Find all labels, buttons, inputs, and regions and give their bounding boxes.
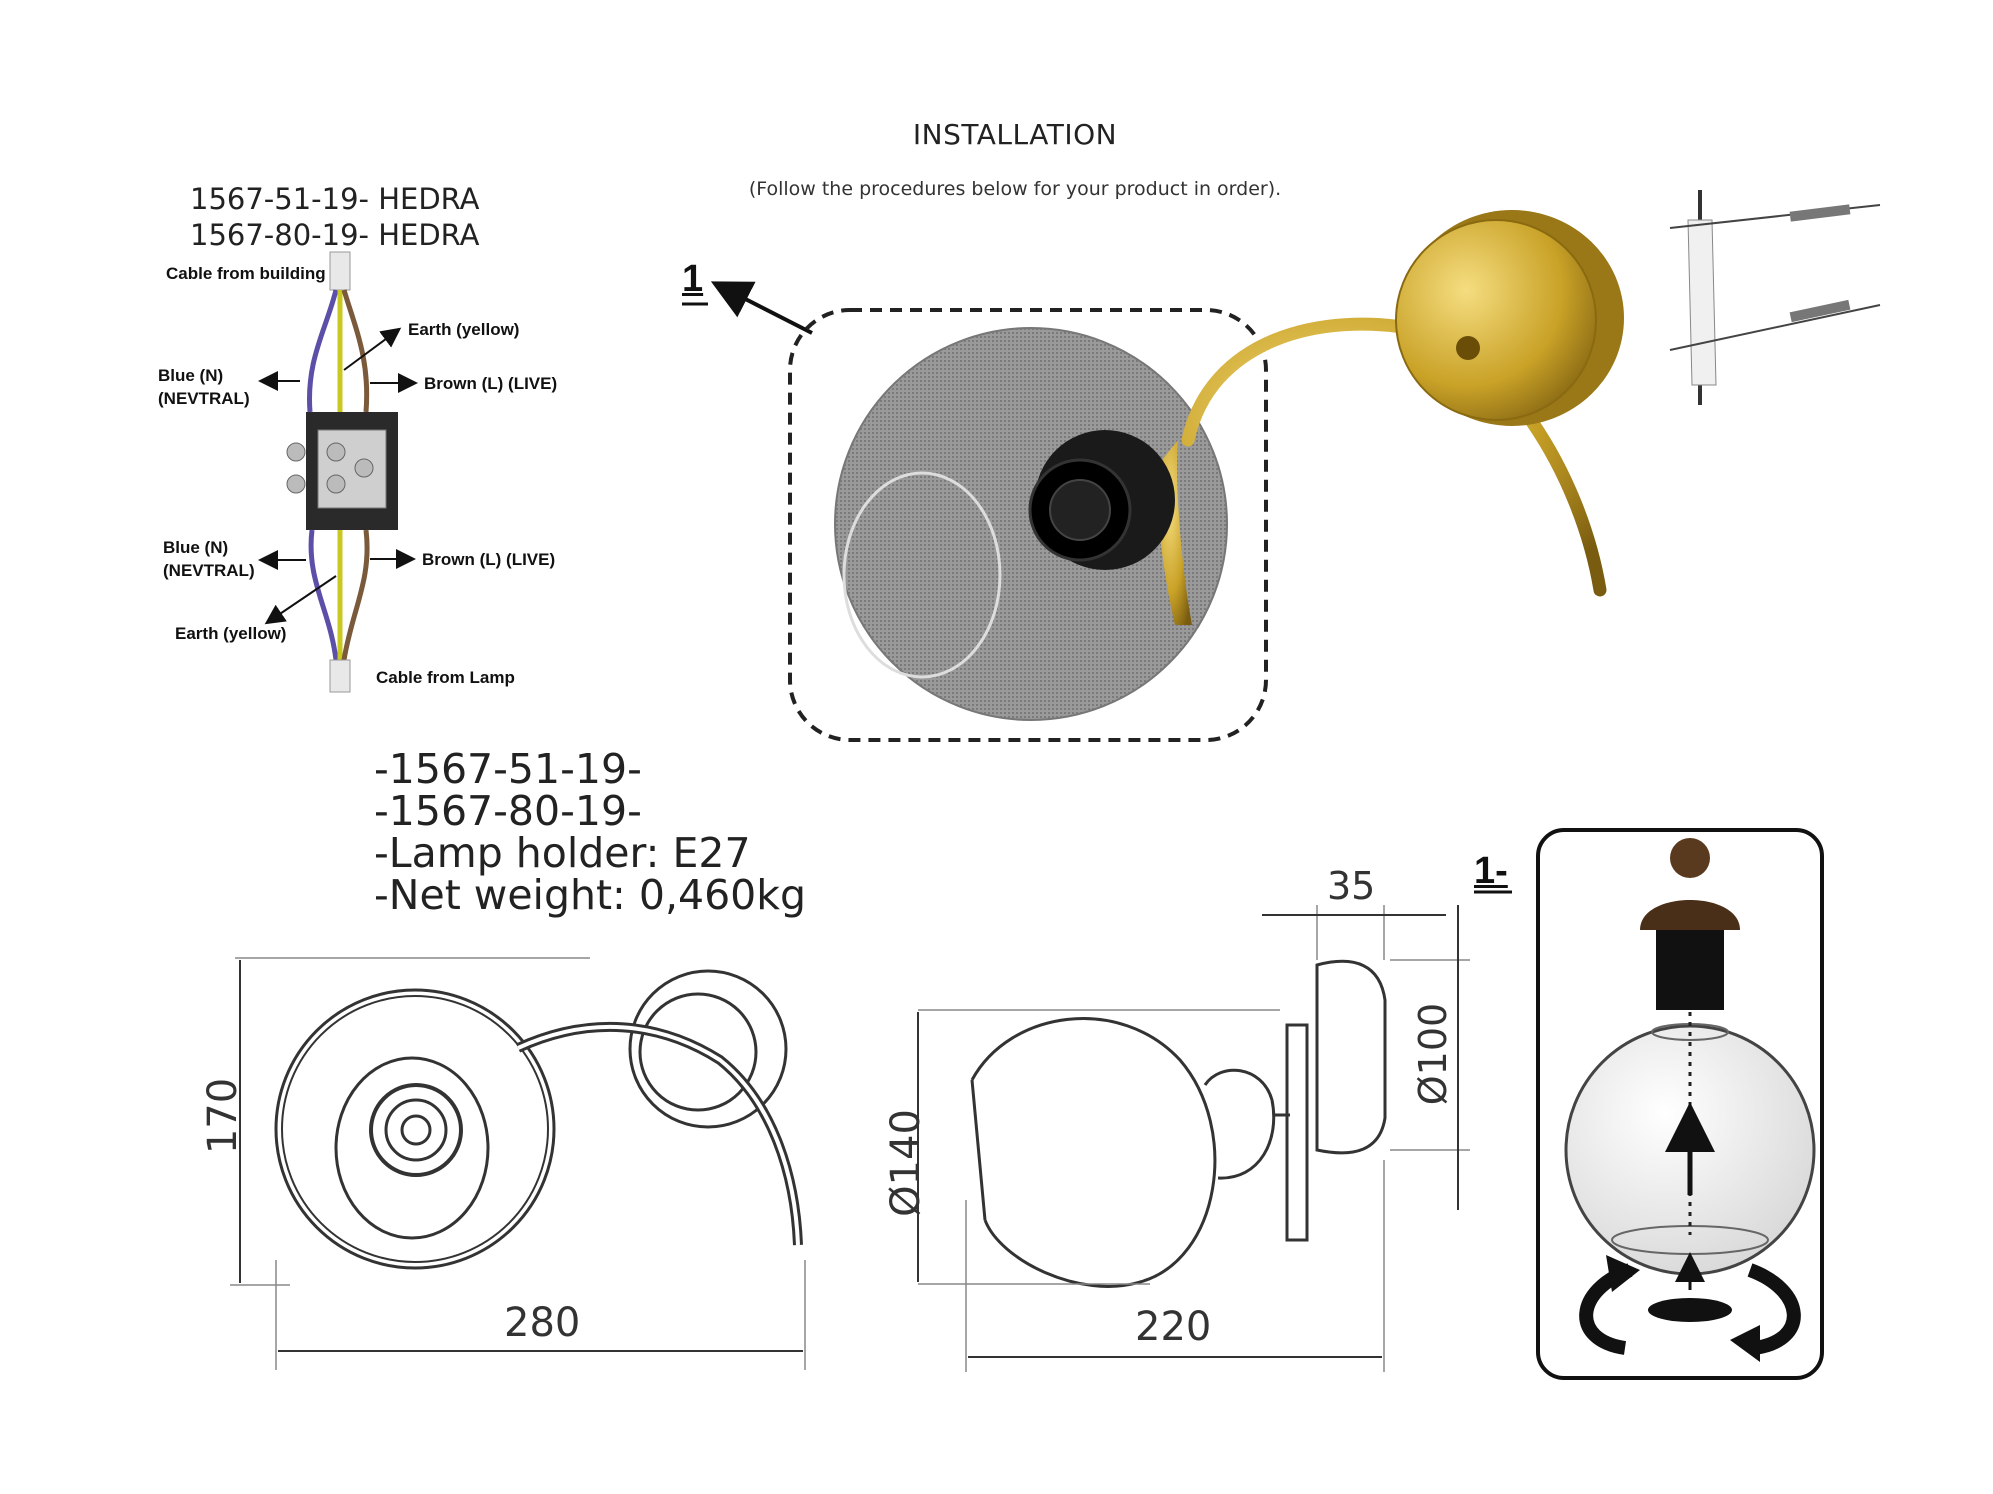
side-globe-cut: [970, 1079, 987, 1221]
model-line-1: 1567-51-19- HEDRA: [190, 182, 480, 216]
wire-brown-bottom: [341, 529, 370, 661]
front-view-drawing: [230, 957, 806, 1370]
wire-blue-top: [306, 289, 339, 413]
wire-brown-top: [341, 289, 370, 413]
step-1-highlight-box: [788, 308, 1268, 742]
detail-lamp-socket: [1656, 930, 1724, 1010]
side-globe-outline: [970, 1017, 1217, 1288]
wall-plug-2: [1789, 299, 1851, 323]
wire-blue-bottom: [308, 529, 339, 661]
front-socket-center: [400, 1114, 432, 1146]
wall-plate: [1395, 219, 1597, 421]
globe-opening: [842, 471, 1002, 679]
spec-line-1: -1567-51-19-: [374, 745, 642, 793]
wall-plate-center-nut: [1456, 336, 1480, 360]
front-arm-inner: [517, 1025, 800, 1246]
rotate-arrow-left-head: [1606, 1255, 1640, 1292]
spec-line-3: -Lamp holder: E27: [374, 829, 751, 877]
page-title: INSTALLATION: [912, 118, 1118, 151]
detail-mount-knob: [1670, 838, 1710, 878]
label-blue-top-line1: Blue (N): [158, 366, 224, 385]
label-blue-bottom-line2: (NEVTRAL): [163, 561, 255, 580]
cable-sleeve-bottom: [329, 659, 351, 693]
front-socket: [369, 1083, 463, 1177]
rotate-arrow-right-head: [1730, 1325, 1760, 1362]
lamp-holder-thread: [1049, 479, 1111, 541]
step-1-detail-label: 1-: [1474, 850, 1508, 892]
mounting-bracket: [1669, 190, 1881, 405]
dim-depth-side: 220: [1135, 1304, 1212, 1350]
dim-width-front: 280: [504, 1300, 581, 1346]
label-blue-top-line2: (NEVTRAL): [158, 389, 250, 408]
arrow-earth-bottom: [264, 575, 337, 625]
cable-sleeve-top: [329, 251, 351, 291]
side-cap: [1203, 1068, 1276, 1180]
bracket-plate: [1687, 219, 1717, 386]
front-socket-ring: [384, 1098, 448, 1162]
detail-ring-nut: [1648, 1298, 1732, 1322]
model-line-2: 1567-80-19- HEDRA: [190, 218, 480, 252]
front-plate-outer: [628, 969, 788, 1129]
screw-line-2: [1669, 304, 1881, 351]
front-globe-opening: [334, 1056, 490, 1240]
label-brown-bottom: Brown (L) (LIVE): [422, 550, 556, 569]
spec-line-2: -1567-80-19-: [374, 787, 642, 835]
dim-plate-depth: 35: [1327, 864, 1376, 908]
side-plate: [1315, 959, 1387, 1155]
terminal-screw-1: [286, 442, 306, 462]
label-blue-bottom: Blue (N) (NEVTRAL): [163, 536, 255, 582]
label-earth-bottom: Earth (yellow): [175, 624, 287, 643]
terminal-screw-4: [326, 474, 346, 494]
label-blue-top: Blue (N) (NEVTRAL): [158, 364, 250, 410]
wall-plug-1: [1789, 204, 1851, 222]
label-blue-bottom-line1: Blue (N): [163, 538, 229, 557]
terminal-screw-5: [354, 458, 374, 478]
label-earth-top: Earth (yellow): [408, 320, 520, 339]
step-1-pointer-arrow: [710, 281, 813, 335]
rotate-arrow-right: [1747, 1263, 1801, 1355]
side-view-drawing: [917, 905, 1470, 1372]
terminal-connector: [317, 429, 387, 509]
page-subtitle: (Follow the procedures below for your pr…: [748, 178, 1282, 200]
installation-illustration: [682, 190, 1881, 742]
arrow-earth-top: [343, 327, 402, 371]
step-1-label: 1: [682, 258, 704, 300]
side-bracket: [1285, 1023, 1309, 1242]
label-cable-from-lamp: Cable from Lamp: [376, 668, 515, 687]
front-plate-inner: [638, 992, 758, 1112]
front-globe-inner: [281, 995, 549, 1263]
front-globe-outline: [274, 988, 556, 1270]
label-brown-top: Brown (L) (LIVE): [424, 374, 558, 393]
terminal-screw-3: [326, 442, 346, 462]
label-cable-from-building: Cable from building: [166, 264, 326, 283]
wiring-diagram: [258, 251, 418, 693]
step-1-detail: [1474, 828, 1824, 1380]
detail-holder-cap: [1640, 900, 1740, 930]
terminal-screw-2: [286, 474, 306, 494]
spec-line-4: -Net weight: 0,460kg: [374, 871, 807, 919]
